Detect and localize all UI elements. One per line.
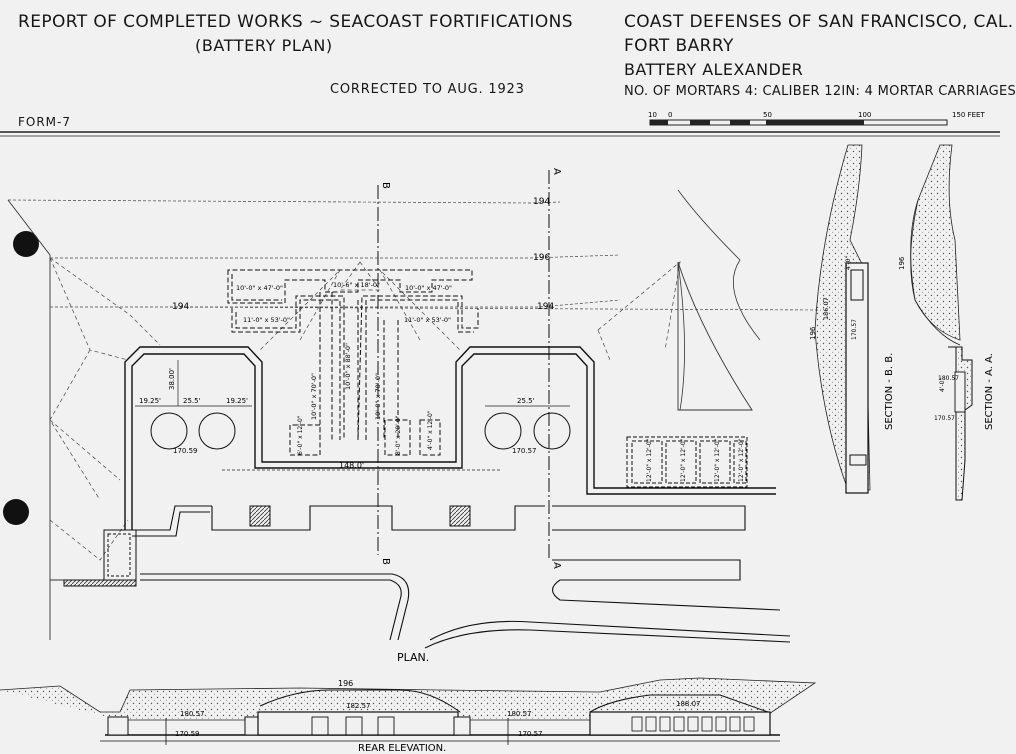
contour-label: 194	[533, 197, 550, 207]
small-room-label: 6'-0" x 12'-0"	[297, 415, 304, 455]
corridor-label: 10'-0" x 70'-0"	[310, 373, 318, 420]
overall-dim: 148.0'	[339, 461, 364, 470]
magazine-label: 12'-0" x 12'-0"	[714, 438, 721, 482]
section-lines	[377, 170, 550, 560]
svg-text:4'-0": 4'-0"	[939, 378, 946, 392]
binder-hole	[3, 499, 29, 525]
left-structure	[63, 529, 137, 587]
roads	[132, 505, 791, 649]
form-number: FORM-7	[18, 115, 72, 129]
svg-text:186.07: 186.07	[822, 297, 830, 320]
cistern-box	[449, 505, 471, 527]
svg-text:180.57: 180.57	[938, 375, 959, 382]
plan-title: PLAN.	[397, 651, 429, 664]
section-letter: A	[551, 562, 562, 569]
corrected-date: CORRECTED TO AUG. 1923	[330, 82, 525, 97]
magazine-outline	[227, 269, 479, 456]
report-title: REPORT OF COMPLETED WORKS ~ SEACOAST FOR…	[18, 12, 573, 32]
small-room-label: 8'-0" x 20'-0"	[395, 415, 402, 455]
elevation-label: 170.57	[512, 447, 537, 455]
svg-text:196: 196	[338, 679, 353, 688]
embankment-right	[677, 261, 753, 411]
svg-text:180.57: 180.57	[180, 710, 205, 718]
svg-text:170.57: 170.57	[934, 415, 955, 422]
room-label: 11'-0" x 53'-0"	[243, 316, 290, 324]
scale-tick-label: 100	[858, 111, 871, 119]
fort-name: FORT BARRY	[624, 36, 734, 56]
section-letter: B	[380, 558, 391, 565]
elevation-title: REAR ELEVATION.	[358, 743, 446, 754]
svg-text:196: 196	[809, 326, 817, 340]
svg-text:180.57: 180.57	[507, 710, 532, 718]
binder-hole	[13, 231, 39, 257]
svg-text:170.57: 170.57	[851, 319, 858, 340]
dim-label: 25.5'	[517, 397, 535, 405]
site-frame	[7, 199, 130, 640]
scale-bar: 10 0 50 100 150 FEET	[648, 111, 985, 126]
embankment-curve	[677, 189, 761, 341]
right-magazines	[626, 436, 748, 488]
room-label: 10'-0" x 47'-0"	[236, 284, 283, 292]
magazine-label: 12'-0" x 12'-0"	[646, 438, 653, 482]
armament-line: NO. OF MORTARS 4: CALIBER 12IN: 4 MORTAR…	[624, 84, 1016, 99]
section-bb: 186.07 4'-0" 170.57 196 SECTION - B. B.	[809, 144, 895, 494]
contour-label: 196	[533, 253, 550, 263]
parapet-walls	[124, 346, 776, 530]
section-letter: B	[380, 182, 391, 189]
scale-tick-label: 0	[668, 111, 672, 119]
svg-text:170.59: 170.59	[175, 730, 200, 738]
scale-tick-label: 50	[763, 111, 772, 119]
svg-text:182.57: 182.57	[346, 702, 371, 710]
room-label: 10'-0" x 47'-0"	[405, 284, 452, 292]
dim-label: 25.5'	[183, 397, 201, 405]
district-title: COAST DEFENSES OF SAN FRANCISCO, CAL.	[624, 12, 1014, 32]
small-room-label: 4'-0" x 12'-0"	[427, 410, 434, 450]
section-aa: 180.57 4'-0" 170.57 196 SECTION - A. A.	[898, 144, 995, 501]
svg-text:170.57: 170.57	[518, 730, 543, 738]
scale-tick-label: 150 FEET	[952, 111, 985, 119]
contour-label: 194	[537, 302, 554, 312]
svg-text:188.07: 188.07	[676, 700, 701, 708]
contours	[7, 199, 821, 311]
mortar-circles	[150, 412, 571, 450]
room-label: 11'-0" x 53'-0"	[404, 316, 451, 324]
dim-label: 19.25'	[139, 397, 161, 405]
section-aa-title: SECTION - A. A.	[984, 353, 995, 430]
svg-text:196: 196	[898, 256, 906, 270]
corridor-label: 10'-0" x 88'-0"	[344, 343, 352, 390]
contour-label: 194	[172, 302, 189, 312]
dim-label: 38.00'	[168, 368, 176, 390]
plan-type: (BATTERY PLAN)	[195, 36, 333, 55]
dim-label: 19.25'	[226, 397, 248, 405]
magazine-label: 12'-0" x 12'-0"	[680, 438, 687, 482]
cistern-box	[249, 505, 271, 527]
section-letter: A	[551, 168, 562, 175]
svg-text:4'-0": 4'-0"	[845, 256, 852, 270]
battery-name: BATTERY ALEXANDER	[624, 60, 804, 79]
room-label: 10'-6" x 18'-0"	[333, 281, 380, 289]
section-bb-title: SECTION - B. B.	[884, 353, 895, 430]
elevation-label: 170.59	[173, 447, 198, 455]
embankment-right-inner	[677, 261, 685, 411]
rear-elevation: 196 180.57 182.57 180.57 188.07 170.59 1…	[0, 677, 817, 754]
magazine-label: 12'-0" x 12'-0"	[738, 438, 745, 482]
scale-tick-label: 10	[648, 111, 657, 119]
dimension-lines	[135, 360, 570, 471]
